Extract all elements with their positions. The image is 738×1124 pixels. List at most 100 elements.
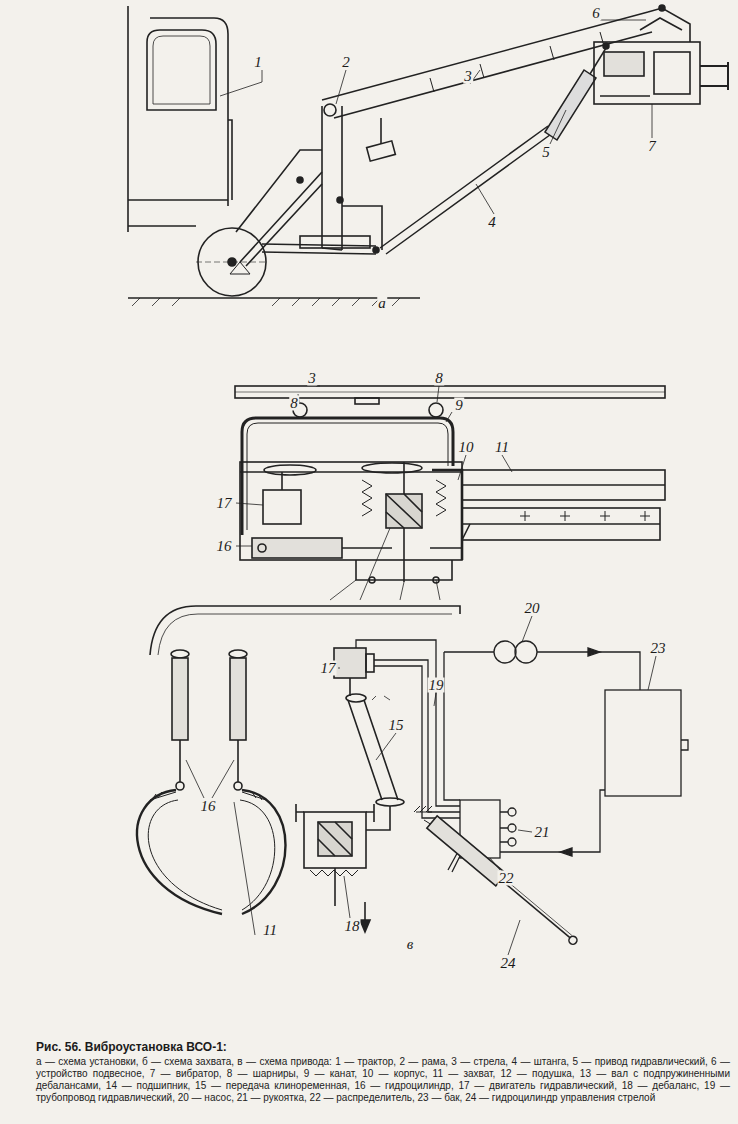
leader-lines xyxy=(600,20,646,21)
boom-cylinder xyxy=(414,806,432,812)
callout-number: 5 xyxy=(541,145,551,160)
boom-cylinder xyxy=(567,935,578,946)
motor-and-belt xyxy=(349,678,351,696)
hanger-and-vibrator xyxy=(600,95,650,97)
hydraulic-circuit xyxy=(374,666,460,818)
hanger-and-vibrator xyxy=(604,52,644,76)
tractor xyxy=(128,6,268,296)
callout-number: 11 xyxy=(494,440,510,455)
grip-assembly xyxy=(362,463,422,473)
callout-number: 2 xyxy=(341,55,351,70)
hydraulic-circuit xyxy=(508,808,516,816)
hanger-and-vibrator xyxy=(594,5,728,104)
tractor xyxy=(127,6,129,232)
debalance xyxy=(366,806,390,830)
leader-lines xyxy=(508,920,520,955)
callout-number: 18 xyxy=(344,919,361,934)
grip-assembly xyxy=(462,470,665,500)
hanger-and-vibrator xyxy=(594,42,700,104)
boom-cylinder xyxy=(503,878,572,936)
grip-assembly xyxy=(240,471,462,473)
grip-assembly xyxy=(264,465,316,475)
leader-lines xyxy=(186,760,234,798)
hydraulic-circuit xyxy=(356,640,688,872)
hydraulic-circuit xyxy=(508,838,516,846)
jaw-drive xyxy=(180,740,238,782)
leader-lines xyxy=(446,412,452,422)
callout-number: 9 xyxy=(454,398,464,413)
debalance xyxy=(318,822,352,856)
callout-number: 11 xyxy=(262,923,278,938)
frame xyxy=(337,197,343,203)
leader-lines xyxy=(458,455,466,480)
jaw-drive xyxy=(148,800,222,910)
callout-number: 16 xyxy=(200,799,217,814)
jaw-drive xyxy=(171,650,189,658)
hydraulic-drive xyxy=(545,70,596,140)
jaw-drive xyxy=(229,650,247,658)
callout-number: а xyxy=(377,296,387,311)
grip-assembly xyxy=(281,472,283,490)
hydraulic-drive xyxy=(545,43,609,140)
leader-lines xyxy=(236,386,512,600)
hanger-and-vibrator xyxy=(700,62,728,90)
motor-and-belt xyxy=(372,696,390,700)
frame xyxy=(262,244,376,254)
grip-assembly xyxy=(430,524,470,548)
hanger-and-vibrator xyxy=(659,5,665,11)
grip-assembly xyxy=(386,494,422,528)
debalance xyxy=(360,920,370,932)
leader-lines xyxy=(376,733,396,760)
leader-lines xyxy=(186,616,656,955)
rod xyxy=(380,126,554,254)
grip-assembly xyxy=(235,386,665,583)
hydraulic-circuit xyxy=(444,652,494,800)
hydraulic-circuit xyxy=(500,812,508,842)
boom-cylinder xyxy=(414,806,581,949)
callout-number: 22 xyxy=(498,871,515,886)
frame xyxy=(324,104,336,116)
grip-assembly xyxy=(263,490,301,524)
leader-lines xyxy=(550,110,566,144)
frame xyxy=(297,177,303,183)
hydraulic-circuit xyxy=(605,690,681,796)
leader-lines xyxy=(330,528,440,600)
motor-and-belt xyxy=(348,700,398,800)
hanger-and-vibrator xyxy=(640,18,682,30)
callout-number: 17 xyxy=(216,496,233,511)
debalance xyxy=(296,804,374,822)
leader-lines xyxy=(236,503,263,505)
callout-number: 8 xyxy=(289,396,299,411)
hydraulic-circuit xyxy=(508,824,516,832)
callout-number: 19 xyxy=(428,678,445,693)
tractor xyxy=(196,262,268,263)
tractor xyxy=(153,36,210,104)
callout-number: в xyxy=(406,937,415,952)
callout-number: 7 xyxy=(647,139,657,154)
ground xyxy=(128,297,420,298)
jaw-drive xyxy=(230,658,246,740)
motor-and-belt xyxy=(366,654,374,672)
grip-assembly xyxy=(369,577,375,583)
callout-number: 3 xyxy=(307,371,317,386)
callout-number: 8 xyxy=(434,371,444,386)
callout-number: 1 xyxy=(253,55,263,70)
motor-and-belt xyxy=(334,648,366,678)
grip-assembly xyxy=(247,423,448,530)
hydraulic-circuit xyxy=(500,790,605,852)
jaw-drive xyxy=(150,606,460,655)
jaw-drive xyxy=(137,606,460,935)
grip-assembly xyxy=(355,398,379,404)
hydraulic-circuit xyxy=(681,740,688,750)
frame xyxy=(342,206,382,250)
grip-assembly xyxy=(235,386,665,398)
leader-lines xyxy=(437,386,439,402)
leader-lines xyxy=(502,455,512,472)
grip-assembly xyxy=(462,523,660,525)
boom-cylinder xyxy=(427,816,506,886)
callout-number: 23 xyxy=(650,641,667,656)
jaw-drive xyxy=(234,782,242,790)
callout-number: 17 xyxy=(320,661,337,676)
leader-lines xyxy=(434,693,436,706)
